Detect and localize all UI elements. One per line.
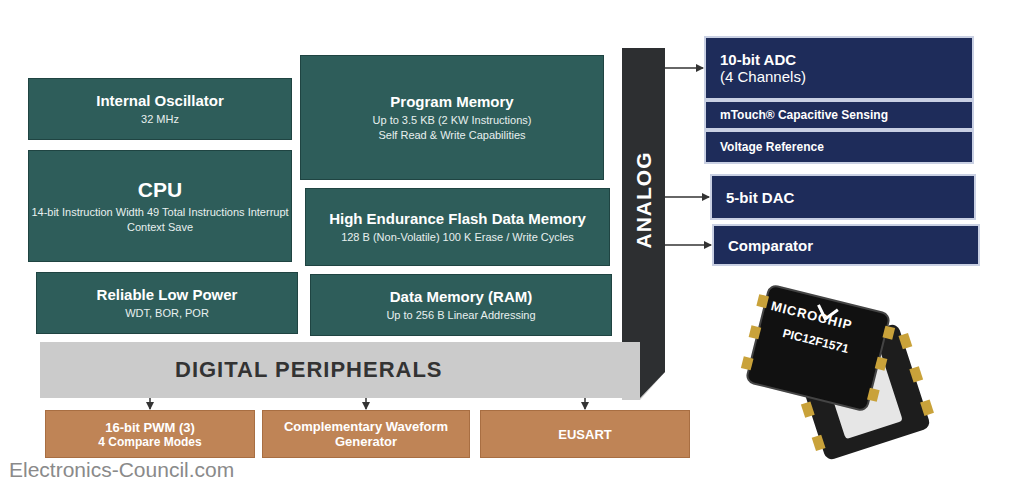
- oscillator-box: Internal Oscillator 32 MHz: [28, 78, 292, 140]
- box-title: Reliable Low Power: [97, 286, 238, 303]
- memory-box: Data Memory (RAM) Up to 256 B Linear Addr…: [310, 274, 612, 336]
- connector-arrow: [365, 398, 367, 409]
- box-title: CPU: [138, 178, 182, 202]
- connector-arrow: [665, 67, 703, 69]
- box-text: Up to 3.5 KB (2 KW Instructions): [373, 113, 532, 128]
- peripheral-box: 16-bit PWM (3)4 Compare Modes: [45, 410, 255, 458]
- connector-arrow: [584, 398, 586, 409]
- connector-arrow: [149, 398, 151, 409]
- box-text: 4 Compare Modes: [98, 435, 201, 449]
- bar-wedge: [640, 352, 665, 398]
- box-title: EUSART: [558, 427, 611, 442]
- digital-band: DIGITAL PERIPHERALS: [40, 342, 640, 398]
- memory-box: High Endurance Flash Data Memory 128 B (N…: [305, 188, 610, 266]
- box-text: 32 MHz: [141, 112, 179, 127]
- connector-arrow: [665, 244, 711, 246]
- box-title: Comparator: [728, 237, 813, 254]
- box-text: Up to 256 B Linear Addressing: [386, 308, 535, 323]
- memory-box: Program Memory Up to 3.5 KB (2 KW Instruc…: [300, 55, 604, 180]
- box-text: 14-bit Instruction Width 49 Total Instru…: [29, 205, 291, 235]
- peripheral-box: Complementary Waveform Generator: [262, 410, 470, 458]
- box-title: High Endurance Flash Data Memory: [329, 210, 586, 227]
- connector-arrow: [665, 196, 709, 198]
- box-title: Voltage Reference: [720, 140, 824, 154]
- box-title: Internal Oscillator: [96, 92, 224, 109]
- box-title: 16-bit PWM (3): [105, 420, 195, 435]
- box-title: Data Memory (RAM): [390, 288, 533, 305]
- peripheral-box: EUSART: [480, 410, 690, 458]
- chip-illustration: [738, 283, 898, 414]
- box-text: WDT, BOR, POR: [125, 306, 209, 321]
- power-box: Reliable Low PowerWDT, BOR, POR: [36, 272, 298, 334]
- box-title: mTouch® Capacitive Sensing: [720, 108, 888, 122]
- box-text: 128 B (Non-Volatile) 100 K Erase / Write…: [341, 230, 574, 245]
- peripheral-box: 5-bit DAC: [710, 174, 976, 220]
- peripheral-box: Voltage Reference: [704, 130, 974, 164]
- box-title: DIGITAL PERIPHERALS: [175, 357, 443, 383]
- box-title: 10-bit ADC: [720, 51, 796, 68]
- analog-bar: ANALOG: [622, 48, 665, 352]
- peripheral-box: mTouch® Capacitive Sensing: [704, 100, 974, 130]
- box-title: Program Memory: [390, 93, 513, 110]
- box-title: Complementary Waveform Generator: [263, 419, 469, 449]
- box-text: (4 Channels): [720, 68, 806, 85]
- box-text: Self Read & Write Capabilities: [378, 128, 525, 143]
- cpu-box: CPU 14-bit Instruction Width 49 Total Ins…: [28, 150, 292, 262]
- box-title: ANALOG: [632, 152, 656, 249]
- box-title: 5-bit DAC: [726, 189, 794, 206]
- watermark: Electronics-Council.com: [6, 458, 237, 482]
- peripheral-box: 10-bit ADC(4 Channels): [704, 36, 974, 100]
- peripheral-box: Comparator: [712, 224, 980, 266]
